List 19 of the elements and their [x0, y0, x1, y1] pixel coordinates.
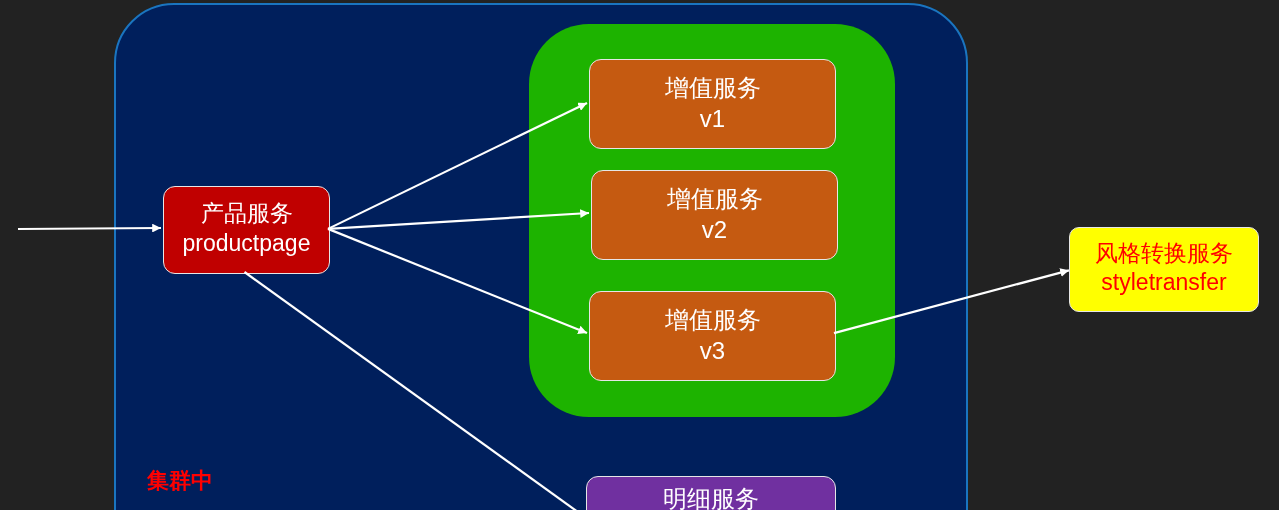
- cluster-panel: [114, 3, 968, 510]
- arrow: [833, 268, 1070, 335]
- arrow: [327, 101, 588, 230]
- cluster-label: 集群中: [147, 467, 214, 495]
- box-label: 增值服务 v3: [663, 305, 762, 367]
- service-box: [1069, 227, 1259, 312]
- arrow: [327, 209, 590, 230]
- service-box: [163, 186, 330, 274]
- box-label: 明细服务: [662, 484, 760, 510]
- service-box: [589, 59, 836, 149]
- service-box: [591, 170, 838, 260]
- group-panel: [529, 24, 895, 417]
- arrow: [327, 227, 588, 335]
- arrow: [18, 223, 161, 233]
- service-box: [589, 291, 836, 381]
- box-label: 产品服务 productpage: [181, 199, 312, 258]
- box-label: 风格转换服务 styletransfer: [1094, 238, 1234, 298]
- box-label: 增值服务 v2: [665, 184, 764, 246]
- box-label: 增值服务 v1: [663, 73, 762, 135]
